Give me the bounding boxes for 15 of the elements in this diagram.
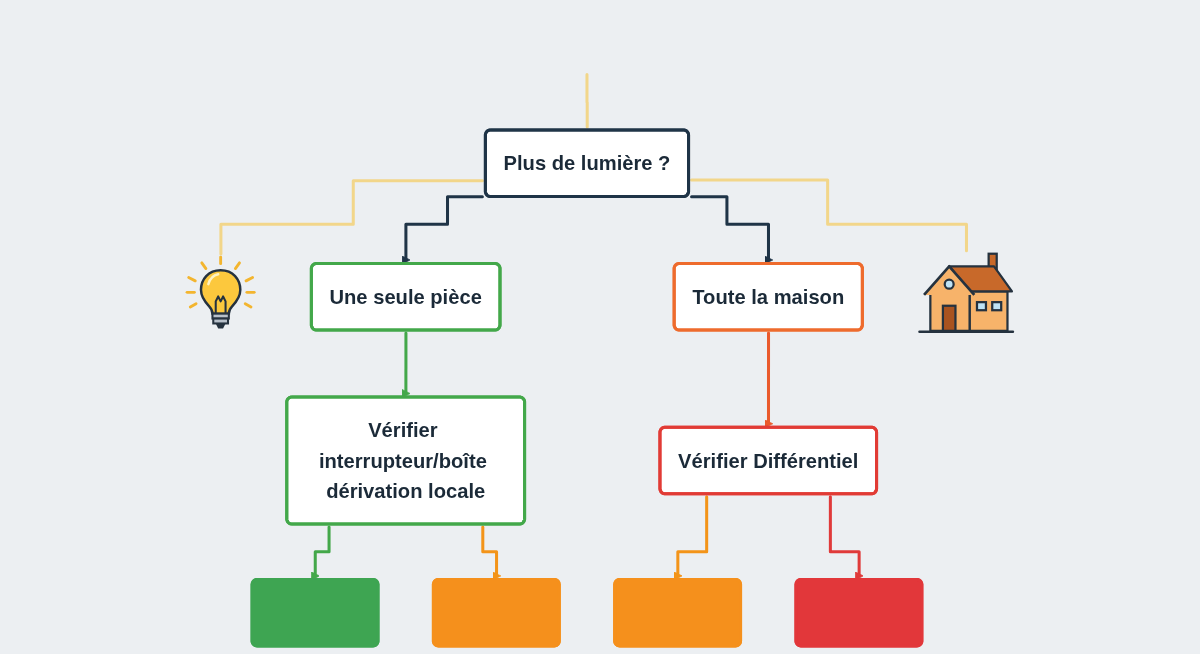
- process-box: Toute la maison: [672, 262, 864, 332]
- process-box: Vérifier Différentiel: [658, 425, 879, 496]
- process-box: [613, 577, 743, 648]
- lightbulb-icon: [185, 255, 256, 329]
- process-box: [250, 577, 380, 648]
- connector-line: [219, 179, 484, 256]
- arrow: [401, 331, 411, 398]
- house-icon: [918, 252, 1015, 334]
- process-box: Vérifier interrupteur/boîte dérivation locale: [285, 395, 527, 526]
- process-box: [794, 577, 924, 648]
- connector-line: [690, 178, 968, 253]
- process-box: [431, 577, 561, 648]
- process-box: Une seule pièce: [309, 262, 502, 332]
- connector-line: [585, 73, 589, 129]
- process-box: Plus de lumière ?: [483, 128, 691, 198]
